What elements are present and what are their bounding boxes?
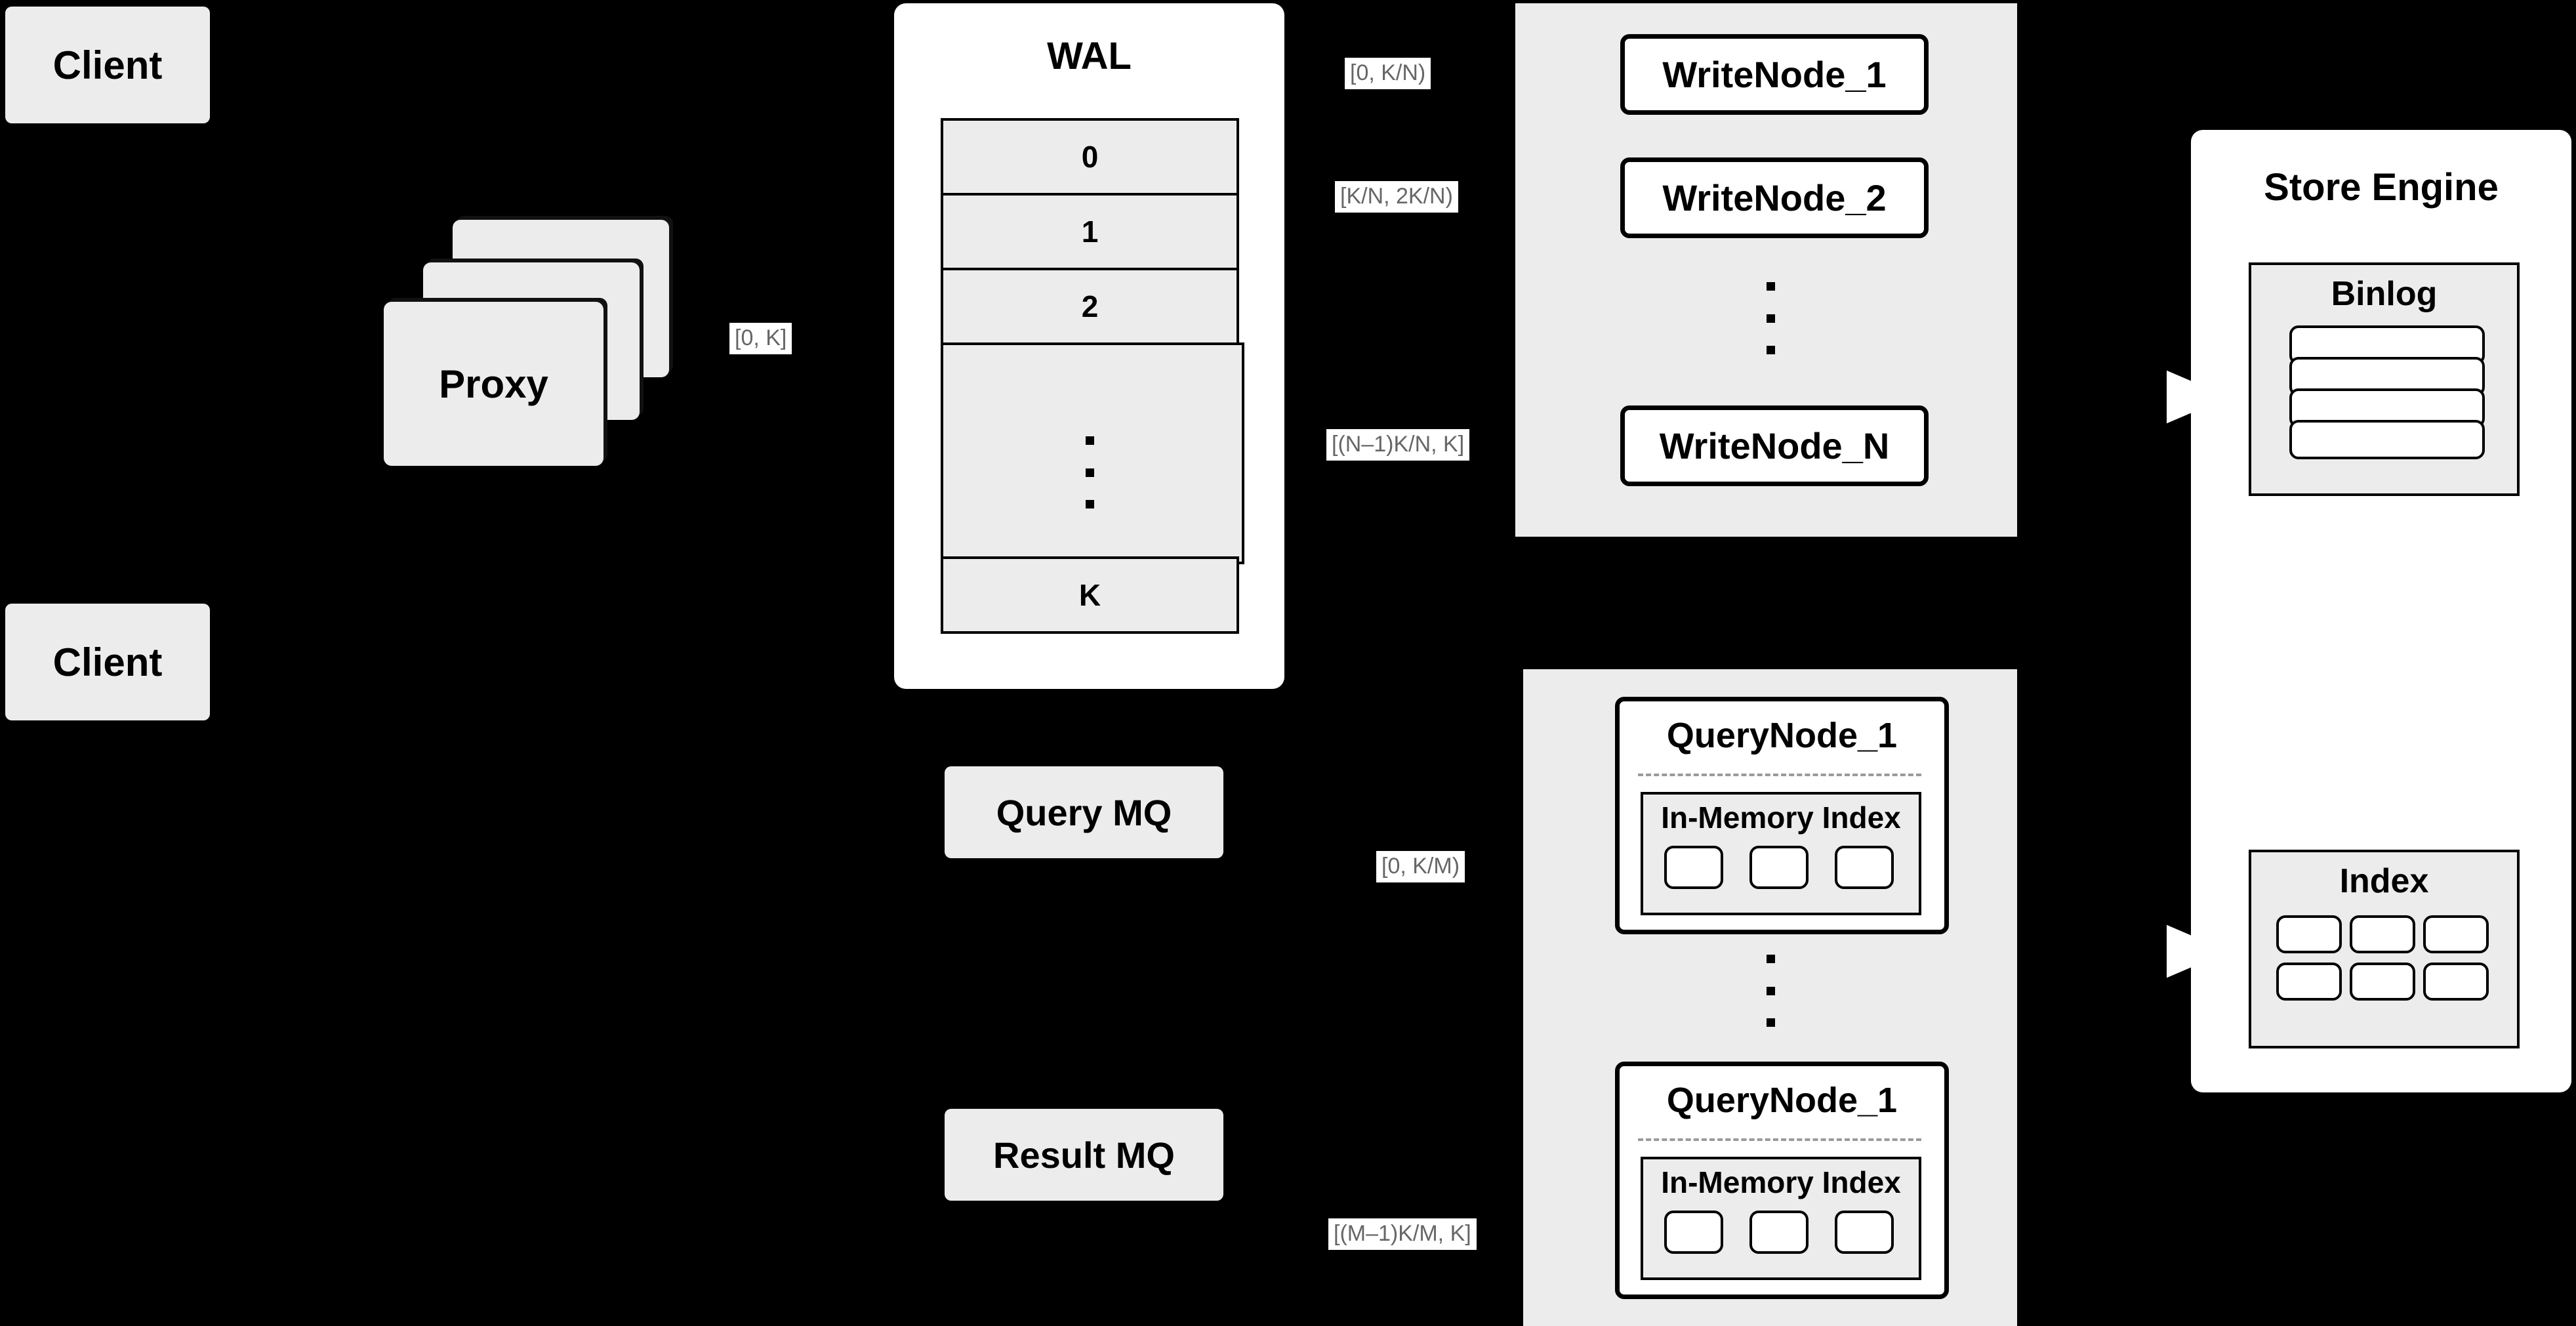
wal-row-0-label: 0	[1081, 140, 1099, 174]
query-node-1-separator	[1638, 774, 1921, 776]
client-box-2[interactable]: Client	[5, 604, 210, 720]
query-node-m-segment-1	[1664, 1211, 1723, 1254]
wal-row-1-label: 1	[1081, 215, 1099, 249]
binlog-title: Binlog	[2331, 275, 2438, 313]
write-node-2[interactable]: WriteNode_2	[1620, 157, 1929, 238]
proxy-label: Proxy	[439, 362, 548, 406]
edge-label-wal-to-write-2: [K/N, 2K/N)	[1335, 181, 1458, 213]
wal-row-ellipsis	[941, 342, 1244, 564]
wal-ellipsis-icon	[1086, 436, 1094, 508]
write-node-2-label: WriteNode_2	[1662, 177, 1887, 218]
write-node-1[interactable]: WriteNode_1	[1620, 34, 1929, 115]
binlog-panel: Binlog	[2249, 262, 2520, 496]
query-node-1-memory-index-label: In-Memory Index	[1661, 800, 1901, 835]
wal-row-2: 2	[941, 268, 1239, 345]
index-cell-r2-c1	[2276, 963, 2342, 1001]
edge-label-mq-to-query-1: [0, K/M)	[1376, 851, 1465, 882]
edge-label-wal-to-write-n: [(N–1)K/N, K]	[1326, 429, 1470, 461]
query-node-1-segment-3	[1835, 846, 1894, 889]
query-node-1-label: QueryNode_1	[1666, 716, 1898, 755]
index-cell-r1-c3	[2423, 915, 2489, 953]
index-cell-r2-c3	[2423, 963, 2489, 1001]
query-mq-box[interactable]: Query MQ	[945, 766, 1223, 858]
query-mq-label: Query MQ	[996, 791, 1172, 833]
wal-row-k: K	[941, 556, 1239, 634]
wal-row-1: 1	[941, 193, 1239, 270]
write-node-ellipsis-icon	[1767, 282, 1775, 354]
query-node-m-segment-2	[1749, 1211, 1809, 1254]
edge-label-proxy-to-wal: [0, K]	[729, 323, 792, 354]
query-node-1-memory-index: In-Memory Index	[1641, 792, 1921, 915]
client-box-1[interactable]: Client	[5, 7, 210, 123]
edge-label-mq-to-query-m: [(M–1)K/M, K]	[1328, 1218, 1477, 1250]
result-mq-label: Result MQ	[993, 1134, 1175, 1176]
index-title: Index	[2339, 862, 2429, 900]
query-node-1-segment-2	[1749, 846, 1809, 889]
query-node-m-label: QueryNode_1	[1666, 1081, 1898, 1120]
index-cell-r1-c2	[2350, 915, 2415, 953]
query-node-1-segment-1	[1664, 846, 1723, 889]
wal-title: WAL	[1047, 34, 1132, 77]
query-node-m[interactable]: QueryNode_1 In-Memory Index	[1615, 1062, 1949, 1299]
client-label-1: Client	[52, 43, 163, 87]
query-node-1[interactable]: QueryNode_1 In-Memory Index	[1615, 697, 1949, 934]
write-node-n-label: WriteNode_N	[1659, 425, 1890, 466]
wal-row-2-label: 2	[1081, 289, 1099, 323]
index-cell-r1-c1	[2276, 915, 2342, 953]
query-node-m-separator	[1638, 1138, 1921, 1141]
index-panel: Index	[2249, 850, 2520, 1048]
index-cell-r2-c2	[2350, 963, 2415, 1001]
store-engine-title: Store Engine	[2264, 165, 2499, 209]
client-label-2: Client	[52, 640, 163, 684]
write-node-1-label: WriteNode_1	[1662, 54, 1887, 95]
query-node-ellipsis-icon	[1767, 955, 1775, 1027]
edge-label-wal-to-write-1: [0, K/N)	[1345, 58, 1431, 89]
binlog-row-4	[2289, 420, 2485, 459]
wal-row-0: 0	[941, 118, 1239, 196]
write-node-n[interactable]: WriteNode_N	[1620, 405, 1929, 486]
query-node-m-memory-index-label: In-Memory Index	[1661, 1165, 1901, 1199]
query-node-m-segment-3	[1835, 1211, 1894, 1254]
result-mq-box[interactable]: Result MQ	[945, 1109, 1223, 1201]
proxy-box[interactable]: Proxy	[384, 302, 603, 466]
query-node-m-memory-index: In-Memory Index	[1641, 1157, 1921, 1280]
wal-row-k-label: K	[1078, 578, 1101, 612]
